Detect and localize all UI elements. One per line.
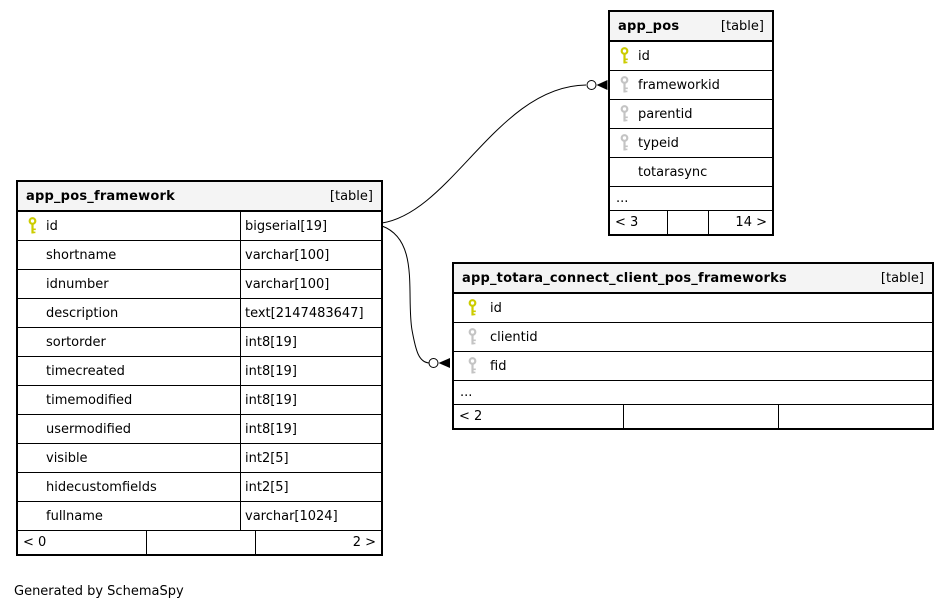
table-tag: [table]: [329, 188, 373, 204]
footer-mid-cell: [667, 211, 708, 234]
more-columns-ellipsis: ...: [610, 187, 772, 211]
foreign-key-icon: [454, 357, 490, 375]
column-name: idnumber: [46, 276, 109, 292]
table-header: app_pos [table]: [610, 12, 772, 42]
primary-key-icon: [18, 217, 46, 235]
column-row-usermodified: usermodified int8[19]: [18, 415, 381, 444]
column-name: hidecustomfields: [46, 479, 157, 495]
column-name: id: [490, 300, 502, 316]
column-name: id: [638, 48, 650, 64]
column-row-description: description text[2147483647]: [18, 299, 381, 328]
column-row-parentid: parentid: [610, 100, 772, 129]
table-footer: < 2: [454, 405, 932, 428]
zero-or-one-circle: [428, 358, 439, 368]
footer-mid-cell: [623, 405, 778, 428]
table-tag: [table]: [720, 18, 764, 34]
column-type: int8[19]: [240, 415, 381, 443]
more-columns-ellipsis: ...: [454, 381, 932, 405]
footer-mid-cell: [146, 531, 255, 554]
table-header: app_pos_framework [table]: [18, 182, 381, 212]
foreign-key-icon: [454, 328, 490, 346]
footer-children-count: < 0: [23, 535, 47, 550]
foreign-key-icon: [610, 105, 638, 123]
column-row-visible: visible int2[5]: [18, 444, 381, 473]
footer-children-count: < 3: [615, 215, 639, 230]
table-header: app_totara_connect_client_pos_frameworks…: [454, 264, 932, 294]
column-name: fid: [490, 358, 507, 374]
table-app_pos_framework[interactable]: app_pos_framework [table] id bigserial[1…: [16, 180, 383, 556]
arrowhead: [438, 358, 450, 368]
column-name: parentid: [638, 106, 693, 122]
column-row-timemodified: timemodified int8[19]: [18, 386, 381, 415]
column-name: usermodified: [46, 421, 132, 437]
footer-parents-count: 14 >: [708, 211, 772, 234]
column-row-id: id bigserial[19]: [18, 212, 381, 241]
column-row-timecreated: timecreated int8[19]: [18, 357, 381, 386]
column-name: fullname: [46, 508, 103, 524]
table-name[interactable]: app_pos: [618, 18, 680, 34]
column-name: timecreated: [46, 363, 125, 379]
column-name: clientid: [490, 329, 538, 345]
column-type: int8[19]: [240, 357, 381, 385]
column-row-fullname: fullname varchar[1024]: [18, 502, 381, 531]
column-type: int2[5]: [240, 444, 381, 472]
column-name: visible: [46, 450, 88, 466]
column-type: varchar[100]: [240, 270, 381, 298]
foreign-key-icon: [610, 134, 638, 152]
column-type: bigserial[19]: [240, 212, 381, 240]
primary-key-icon: [454, 299, 490, 317]
column-type: varchar[100]: [240, 241, 381, 269]
table-tag: [table]: [880, 270, 924, 286]
column-row-shortname: shortname varchar[100]: [18, 241, 381, 270]
table-footer: < 3 14 >: [610, 211, 772, 234]
column-row-sortorder: sortorder int8[19]: [18, 328, 381, 357]
column-name: description: [46, 305, 119, 321]
column-name: id: [46, 218, 58, 234]
column-type: int2[5]: [240, 473, 381, 501]
table-app_pos[interactable]: app_pos [table] id frameworkid parentid …: [608, 10, 774, 236]
table-name[interactable]: app_totara_connect_client_pos_frameworks: [462, 270, 787, 286]
column-name: timemodified: [46, 392, 133, 408]
column-name: shortname: [46, 247, 117, 263]
generator-note: Generated by SchemaSpy: [14, 584, 184, 599]
zero-or-one-circle: [586, 80, 597, 90]
column-row-idnumber: idnumber varchar[100]: [18, 270, 381, 299]
column-row-id: id: [610, 42, 772, 71]
column-type: varchar[1024]: [240, 502, 381, 530]
fk-connector-app_totara-fid: [381, 225, 450, 368]
column-name: sortorder: [46, 334, 106, 350]
foreign-key-icon: [610, 76, 638, 94]
table-footer: < 0 2 >: [18, 531, 381, 554]
arrowhead: [596, 80, 608, 90]
column-row-fid: fid: [454, 352, 932, 381]
column-row-id: id: [454, 294, 932, 323]
table-app_totara_connect_client_pos_frameworks[interactable]: app_totara_connect_client_pos_frameworks…: [452, 262, 934, 430]
column-type: int8[19]: [240, 328, 381, 356]
column-row-typeid: typeid: [610, 129, 772, 158]
column-name: frameworkid: [638, 77, 720, 93]
footer-children-count: < 2: [459, 409, 483, 424]
fk-connector-app_pos-frameworkid: [381, 80, 608, 224]
column-type: text[2147483647]: [240, 299, 381, 327]
table-name[interactable]: app_pos_framework: [26, 188, 175, 204]
column-row-clientid: clientid: [454, 323, 932, 352]
primary-key-icon: [610, 47, 638, 65]
column-row-totarasync: totarasync: [610, 158, 772, 187]
column-type: int8[19]: [240, 386, 381, 414]
column-name: typeid: [638, 135, 679, 151]
column-row-hidecustomfields: hidecustomfields int2[5]: [18, 473, 381, 502]
column-name: totarasync: [638, 164, 708, 180]
column-row-frameworkid: frameworkid: [610, 71, 772, 100]
footer-parents-count: 2 >: [255, 531, 381, 554]
footer-parents-count: [778, 405, 932, 428]
